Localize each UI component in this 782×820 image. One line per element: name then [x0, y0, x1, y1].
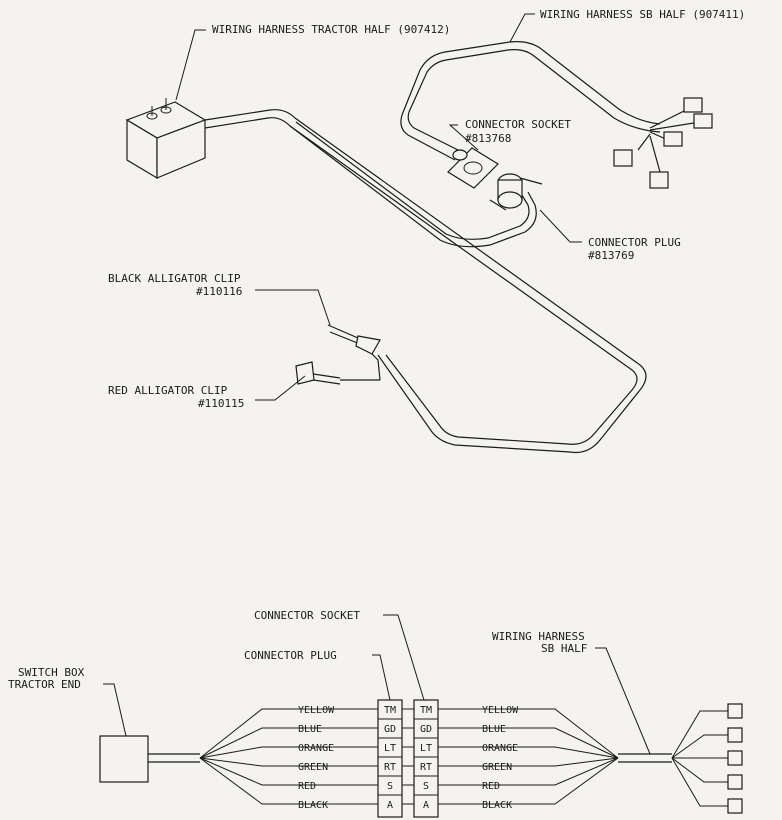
wire-left-label: GREEN	[298, 762, 328, 773]
sb-half-cable	[400, 41, 661, 161]
plug-pin-label: LT	[384, 743, 396, 754]
bottom-connector-socket-label: CONNECTOR SOCKET	[254, 609, 360, 622]
wire-right-label: YELLOW	[482, 705, 519, 716]
wire-left-label: BLUE	[298, 724, 322, 735]
switch-box-cable	[148, 753, 200, 763]
wire-left-label: RED	[298, 781, 316, 792]
wire-right-label: BLACK	[482, 800, 512, 811]
red-clip-part: #110115	[198, 397, 244, 410]
switch-box-label-line1: SWITCH BOX	[18, 666, 85, 679]
socket-pin-label: S	[423, 781, 429, 792]
wire-right-label: RED	[482, 781, 500, 792]
bottom-leader-lines	[103, 614, 651, 755]
connector-plug-part: #813769	[588, 249, 634, 262]
sb-half-label: WIRING HARNESS SB HALF (907411)	[540, 8, 745, 21]
wire-left-label: BLACK	[298, 800, 328, 811]
plug-pin-label: TM	[384, 705, 396, 716]
red-alligator-clip	[295, 361, 380, 385]
connector-plug-block	[377, 699, 403, 818]
red-clip-title: RED ALLIGATOR CLIP	[108, 384, 228, 397]
socket-pin-label: TM	[420, 705, 432, 716]
switch-box	[99, 735, 149, 783]
right-wire-fan	[438, 708, 619, 805]
tractor-half-label: WIRING HARNESS TRACTOR HALF (907412)	[212, 23, 450, 36]
sb-half-connector-fan	[671, 703, 743, 814]
wire-right-label: GREEN	[482, 762, 512, 773]
left-wire-fan	[199, 708, 378, 805]
wire-labels: YELLOW TM TM YELLOW BLUE GD GD BLUE ORANGE LT LT OR…	[298, 705, 519, 811]
connector-socket-title: CONNECTOR SOCKET	[465, 118, 571, 131]
connector-socket-block	[413, 699, 439, 818]
bottom-sb-half-line2: SB HALF	[541, 642, 587, 655]
plug-pin-label: RT	[384, 762, 396, 773]
connector-socket-part: #813768	[465, 132, 511, 145]
socket-pin-label: GD	[420, 724, 432, 735]
black-clip-part: #110116	[196, 285, 242, 298]
sb-half-cable-bottom	[618, 753, 672, 763]
socket-pin-label: RT	[420, 762, 432, 773]
socket-pin-label: LT	[420, 743, 432, 754]
switch-box-label-line2: TRACTOR END	[8, 678, 81, 691]
bottom-sb-half-line1: WIRING HARNESS	[492, 630, 585, 643]
socket-pin-label: A	[423, 800, 429, 811]
bottom-connector-plug-label: CONNECTOR PLUG	[244, 649, 337, 662]
pin-links	[402, 708, 414, 805]
plug-pin-label: S	[387, 781, 393, 792]
switch-box-3d	[125, 98, 207, 180]
wire-right-label: BLUE	[482, 724, 506, 735]
wire-right-label: ORANGE	[482, 743, 518, 754]
connector-plug-3d	[489, 173, 543, 211]
black-clip-title: BLACK ALLIGATOR CLIP	[108, 272, 241, 285]
connector-plug-title: CONNECTOR PLUG	[588, 236, 681, 249]
sb-half-connectors	[613, 97, 713, 189]
plug-pin-label: GD	[384, 724, 396, 735]
plug-pin-label: A	[387, 800, 393, 811]
wire-left-label: YELLOW	[298, 705, 335, 716]
top-leader-lines	[175, 13, 582, 401]
wire-left-label: ORANGE	[298, 743, 334, 754]
connector-socket-3d	[447, 147, 499, 189]
tractor-half-cable	[204, 109, 647, 454]
black-alligator-clip	[327, 324, 381, 381]
